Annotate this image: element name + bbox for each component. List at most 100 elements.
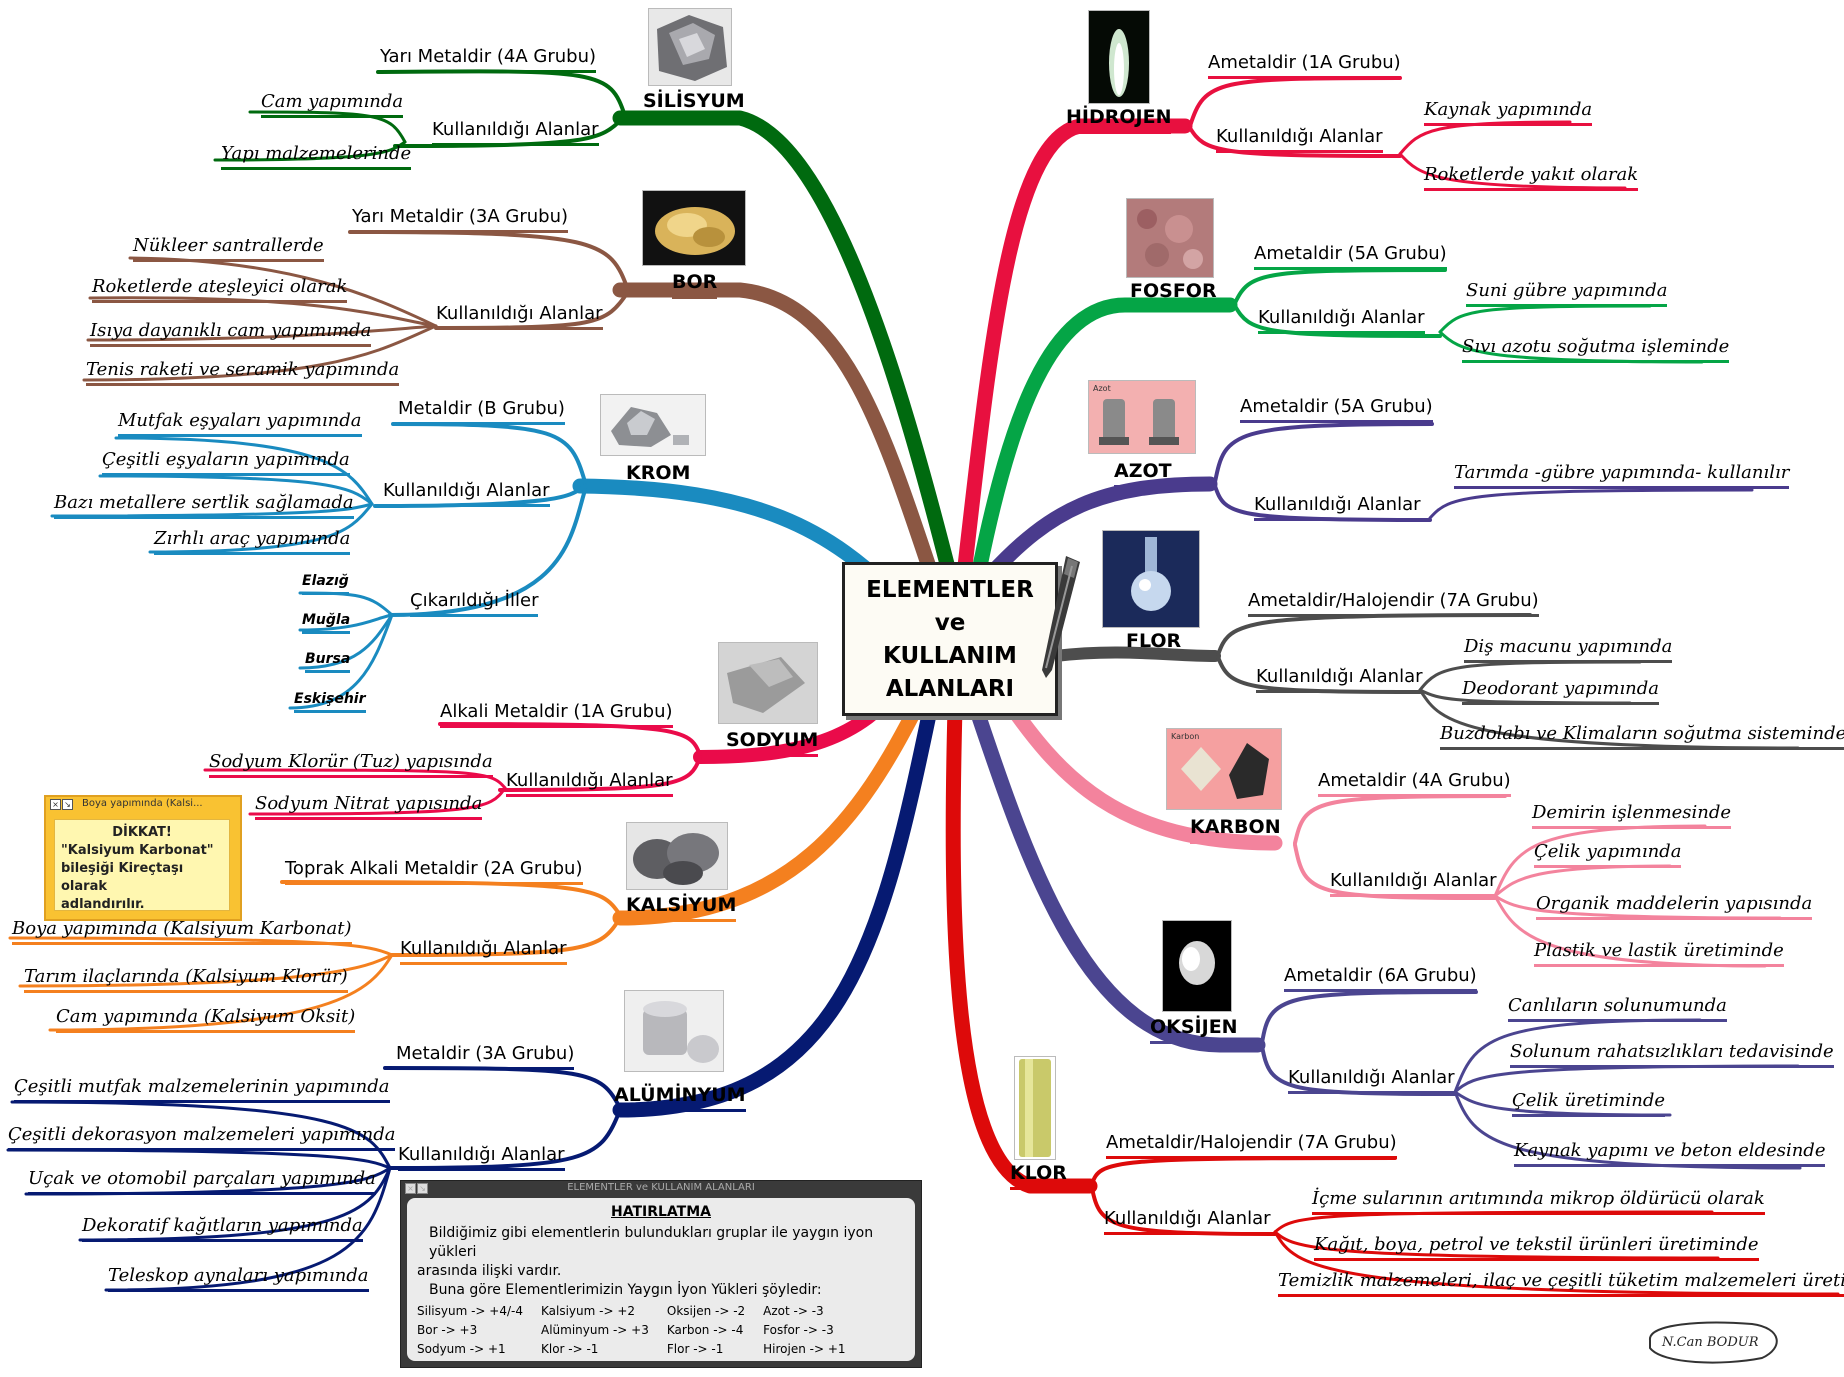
krom-use-4[interactable]: Zırhlı araç yapımında [154,530,351,555]
oksijen-use-4[interactable]: Kaynak yapımı ve beton eldesinde [1514,1142,1826,1167]
krom-type[interactable]: Metaldir (B Grubu) [398,400,565,425]
krom-uses-label[interactable]: Kullanıldığı Alanlar [383,482,550,507]
ion-charge-cell: Fosfor -> -3 [763,1323,834,1337]
bor-uses-label[interactable]: Kullanıldığı Alanlar [436,305,603,330]
fosfor-uses-label[interactable]: Kullanıldığı Alanlar [1258,309,1425,334]
kalsiyum-uses-label[interactable]: Kullanıldığı Alanlar [400,940,567,965]
flor-uses-label[interactable]: Kullanıldığı Alanlar [1256,668,1423,693]
karbon-type[interactable]: Ametaldir (4A Grubu) [1318,772,1511,797]
kalsiyum-node[interactable]: KALSİYUM [626,896,737,922]
sodyum-use-1[interactable]: Sodyum Klorür (Tuz) yapısında [209,753,493,778]
aluminyum-use-4[interactable]: Dekoratif kağıtların yapımında [82,1217,363,1242]
krom-city-2[interactable]: Muğla [302,613,351,634]
bor-use-3[interactable]: Isıya dayanıklı cam yapımımda [90,322,372,347]
oksijen-node[interactable]: OKSİJEN [1150,1018,1238,1044]
krom-city-3[interactable]: Bursa [305,652,351,673]
krom-use-2[interactable]: Çeşitli eşyaların yapımında [102,451,350,476]
hidrojen-use-2[interactable]: Roketlerde yakıt olarak [1424,166,1639,191]
kalsiyum-type[interactable]: Toprak Alkali Metaldir (2A Grubu) [285,860,583,885]
klor-use-2[interactable]: Kağıt, boya, petrol ve tekstil ürünleri … [1314,1236,1759,1261]
aluminyum-node[interactable]: ALÜMİNYUM [614,1086,746,1112]
hidrojen-uses-label[interactable]: Kullanıldığı Alanlar [1216,128,1383,153]
reminder-expand-icon[interactable]: ↘ [417,1183,428,1194]
aluminyum-uses-label[interactable]: Kullanıldığı Alanlar [398,1146,565,1171]
kalsiyum-use-2[interactable]: Tarım ilaçlarında (Kalsiyum Klorür) [24,968,348,993]
oksijen-type[interactable]: Ametaldir (6A Grubu) [1284,967,1477,992]
bor-node[interactable]: BOR [672,273,718,299]
krom-cities-label[interactable]: Çıkarıldığı İller [410,592,539,617]
azot-node[interactable]: AZOT [1114,462,1172,488]
bor-use-4[interactable]: Tenis raketi ve seramik yapımında [86,361,400,386]
krom-node[interactable]: KROM [626,464,691,490]
karbon-use-2[interactable]: Çelik yapımında [1534,843,1682,868]
aluminyum-type[interactable]: Metaldir (3A Grubu) [396,1045,575,1070]
aluminyum-use-1[interactable]: Çeşitli mutfak malzemelerinin yapımında [14,1078,390,1103]
bor-use-1[interactable]: Nükleer santrallerde [133,237,324,262]
klor-type[interactable]: Ametaldir/Halojendir (7A Grubu) [1106,1134,1397,1159]
silisyum-node[interactable]: SİLİSYUM [643,92,745,118]
kalsiyum-use-1[interactable]: Boya yapımında (Kalsiyum Karbonat) [12,920,352,945]
klor-use-3[interactable]: Temizlik malzemeleri, ilaç ve çeşitli tü… [1278,1272,1844,1297]
hidrojen-node[interactable]: HİDROJEN [1066,108,1172,134]
reminder-title: HATIRLATMA [611,1204,711,1220]
aluminyum-use-3[interactable]: Uçak ve otomobil parçaları yapımında [28,1170,376,1195]
central-topic-line-2: ve [934,610,966,636]
oksijen-use-1[interactable]: Canlıların solunumunda [1508,997,1727,1022]
karbon-picture: Karbon [1166,728,1282,810]
karbon-node[interactable]: KARBON [1190,818,1281,844]
oksijen-use-2[interactable]: Solunum rahatsızlıkları tedavisinde [1510,1043,1834,1068]
krom-use-1[interactable]: Mutfak eşyaları yapımında [118,412,362,437]
bor-use-2[interactable]: Roketlerde ateşleyici olarak [92,278,348,303]
kalsiyum-use-3[interactable]: Cam yapımında (Kalsiyum Oksit) [56,1008,356,1033]
hidrojen-use-1[interactable]: Kaynak yapımında [1424,101,1593,126]
flor-type[interactable]: Ametaldir/Halojendir (7A Grubu) [1248,592,1539,617]
reminder-box[interactable]: × ↘ ELEMENTLER ve KULLANIM ALANLARI HATI… [400,1180,922,1368]
flor-use-2[interactable]: Deodorant yapımında [1462,680,1660,705]
fosfor-type[interactable]: Ametaldir (5A Grubu) [1254,245,1447,270]
krom-city-1[interactable]: Elazığ [302,574,349,595]
kalsiyum-picture [626,822,728,890]
karbon-use-4[interactable]: Plastik ve lastik üretiminde [1534,942,1784,967]
flor-use-3[interactable]: Buzdolabı ve Klimaların soğutma sistemin… [1440,725,1844,750]
oksijen-uses-label[interactable]: Kullanıldığı Alanlar [1288,1069,1455,1094]
krom-city-4[interactable]: Eskişehir [294,692,366,713]
aluminyum-use-5[interactable]: Teleskop aynaları yapımında [108,1267,369,1292]
silisyum-use-1[interactable]: Cam yapımında [261,93,404,118]
silisyum-uses-label[interactable]: Kullanıldığı Alanlar [432,121,599,146]
karbon-use-1[interactable]: Demirin işlenmesinde [1532,804,1732,829]
oksijen-use-3[interactable]: Çelik üretiminde [1512,1092,1665,1117]
central-topic[interactable]: ELEMENTLER ve KULLANIM ALANLARI [842,562,1058,716]
sodyum-picture [718,642,818,724]
note-close-icon[interactable]: × [50,799,61,810]
note-expand-icon[interactable]: ↘ [62,799,73,810]
reminder-titlebar: × ↘ ELEMENTLER ve KULLANIM ALANLARI [401,1181,921,1195]
aluminyum-use-2[interactable]: Çeşitli dekorasyon malzemeleri yapımında [8,1126,396,1151]
sodyum-uses-label[interactable]: Kullanıldığı Alanlar [506,772,673,797]
fosfor-use-1[interactable]: Suni gübre yapımında [1466,282,1668,307]
fosfor-use-2[interactable]: Sıvı azotu soğutma işleminde [1462,338,1730,363]
sodyum-use-2[interactable]: Sodyum Nitrat yapısında [255,795,483,820]
azot-type[interactable]: Ametaldir (5A Grubu) [1240,398,1433,423]
note-body: DİKKAT! "Kalsiyum Karbonat" bileşiği Kir… [54,819,230,912]
ion-charge-cell: Karbon -> -4 [666,1323,744,1337]
hidrojen-type[interactable]: Ametaldir (1A Grubu) [1208,54,1401,79]
karbon-use-3[interactable]: Organik maddelerin yapısında [1536,895,1813,920]
silisyum-type[interactable]: Yarı Metaldir (4A Grubu) [380,48,597,73]
fosfor-node[interactable]: FOSFOR [1130,282,1217,308]
flor-use-1[interactable]: Diş macunu yapımında [1464,638,1673,663]
karbon-uses-label[interactable]: Kullanıldığı Alanlar [1330,872,1497,897]
azot-uses-label[interactable]: Kullanıldığı Alanlar [1254,496,1421,521]
krom-use-3[interactable]: Bazı metallere sertlik sağlamada [54,494,354,519]
klor-uses-label[interactable]: Kullanıldığı Alanlar [1104,1210,1271,1235]
klor-use-1[interactable]: İçme sularının arıtımında mikrop öldürüc… [1312,1190,1765,1215]
sodyum-type[interactable]: Alkali Metaldir (1A Grubu) [440,703,673,728]
bor-type[interactable]: Yarı Metaldir (3A Grubu) [352,208,569,233]
reminder-close-icon[interactable]: × [405,1183,416,1194]
author-name: N.Can BODUR [1661,1335,1759,1350]
silisyum-use-2[interactable]: Yapı malzemelerinde [221,145,412,170]
sodyum-node[interactable]: SODYUM [726,731,819,757]
klor-node[interactable]: KLOR [1010,1164,1067,1190]
flor-node[interactable]: FLOR [1126,632,1182,658]
azot-use-1[interactable]: Tarımda -gübre yapımında- kullanılır [1454,464,1790,489]
note-callout[interactable]: × ↘ Boya yapımında (Kalsi... DİKKAT! "Ka… [44,795,242,921]
